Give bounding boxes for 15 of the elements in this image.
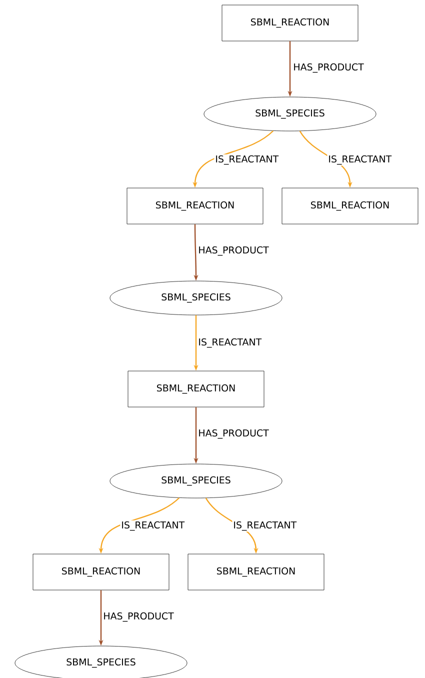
edge-label: HAS_PRODUCT — [197, 245, 270, 257]
edge-label: HAS_PRODUCT — [197, 428, 270, 440]
process-box: SBML_REACTION — [126, 188, 264, 224]
process-box: SBML_REACTION — [32, 554, 170, 590]
edge-label: IS_REACTANT — [327, 154, 393, 166]
edge-label: IS_REACTANT — [214, 154, 280, 166]
process-box: SBML_REACTION — [128, 370, 264, 408]
process-box: SBML_REACTION — [282, 188, 418, 224]
edge-label: HAS_PRODUCT — [102, 611, 175, 623]
edge-label: IS_REACTANT — [232, 520, 298, 532]
process-box: SBML_REACTION — [188, 554, 324, 590]
edge-label: HAS_PRODUCT — [292, 62, 365, 74]
edge-label: IS_REACTANT — [120, 520, 186, 532]
edge-label: IS_REACTANT — [197, 337, 263, 349]
process-box: SBML_REACTION — [222, 4, 358, 42]
